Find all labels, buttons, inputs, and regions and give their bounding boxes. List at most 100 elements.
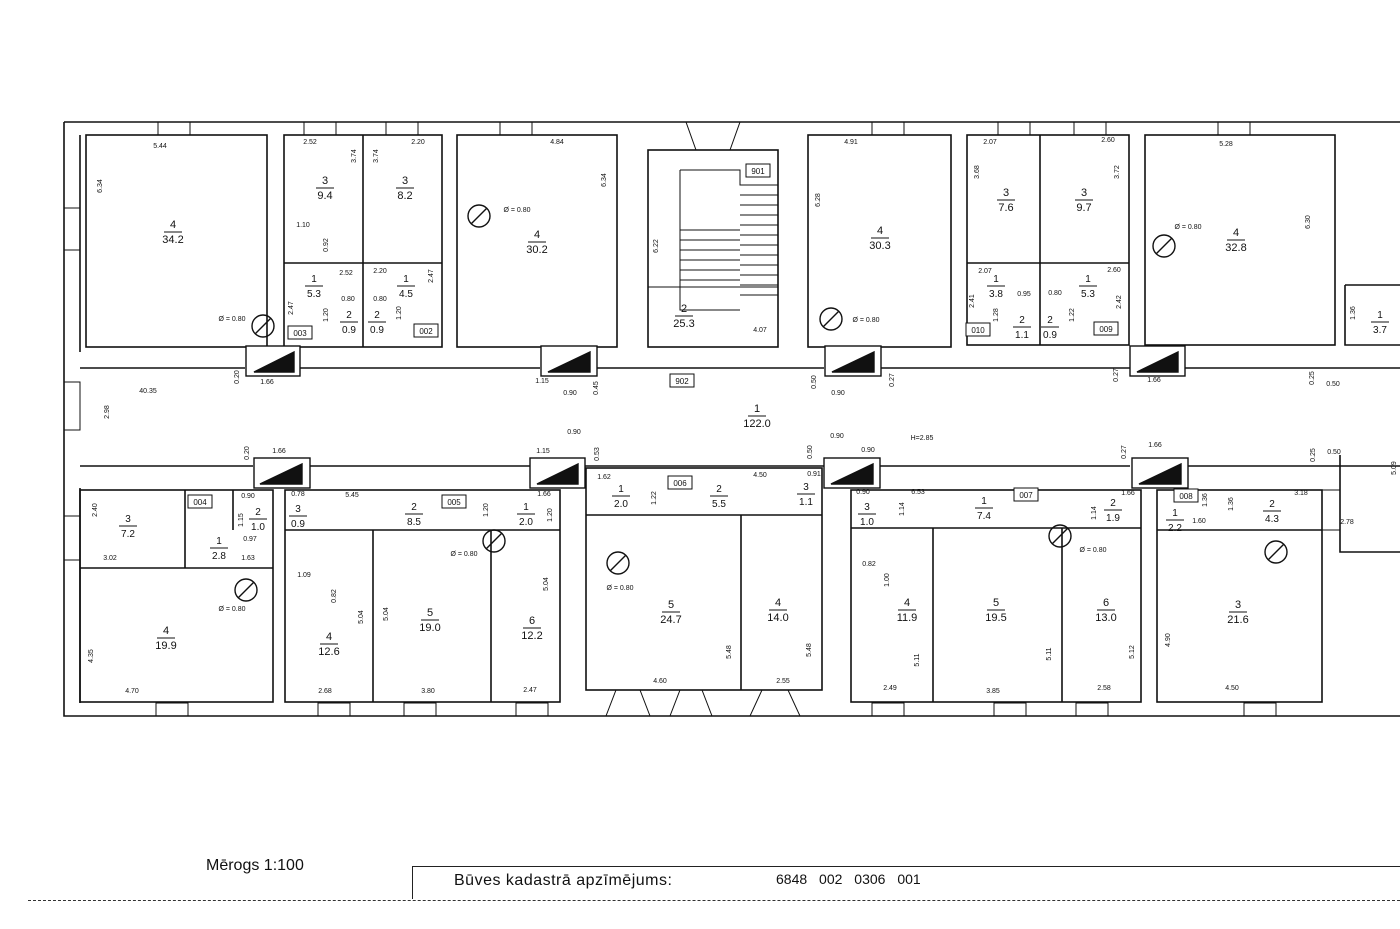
room-number: 4	[170, 219, 176, 231]
dimension-label: 2.78	[1340, 519, 1354, 526]
room-number: 4	[163, 625, 169, 637]
room-r43-outline	[1156, 489, 1323, 703]
dimension-label: 0.82	[862, 561, 876, 568]
room-number: 3	[1003, 187, 1009, 199]
dimension-label: 2.40	[92, 503, 99, 517]
dimension-label: 0.91	[807, 471, 821, 478]
dimension-label: 5.48	[806, 643, 813, 657]
dimension-label: 1.28	[993, 308, 1000, 322]
dimension-label: 3.02	[103, 555, 117, 562]
dimension-label: 1.62	[597, 474, 611, 481]
dimension-label: 5.11	[1046, 647, 1053, 660]
scale-label: Mērogs 1:100	[206, 857, 304, 874]
room-labels-layer: 434.239.438.2430.2225.3430.337.639.7432.…	[119, 175, 1389, 658]
chimney-label: Ø = 0.80	[1079, 547, 1106, 554]
dimension-label: 1.22	[651, 491, 658, 505]
room-tag-box	[441, 494, 467, 509]
room-area: 8.2	[397, 190, 412, 202]
dimension-label: 0.90	[241, 493, 255, 500]
room-area: 0.9	[291, 519, 305, 530]
dimension-label: 0.90	[861, 447, 875, 454]
room-area: 4.5	[399, 289, 413, 300]
room-block-b	[966, 134, 1130, 346]
chimney-label: Ø = 0.80	[218, 316, 245, 323]
room-area: 0.9	[1043, 330, 1057, 341]
dimension-label: 1.36	[1202, 493, 1209, 507]
room-area: 1.0	[251, 522, 265, 533]
dimension-label: 1.15	[535, 378, 549, 385]
dimension-label: 2.60	[1101, 137, 1115, 144]
dimension-label: 5.09	[1391, 461, 1398, 475]
room-number: 1	[523, 502, 529, 513]
room-tag: 005	[447, 498, 461, 507]
room-area: 7.4	[977, 511, 991, 522]
room-area: 12.6	[318, 646, 339, 658]
room-area: 21.6	[1227, 614, 1248, 626]
dimension-label: 6.34	[601, 173, 608, 187]
room-tag: 901	[751, 167, 765, 176]
bottom-rule	[28, 900, 1400, 901]
room-number: 2	[411, 502, 417, 513]
room-block-e	[850, 489, 1142, 703]
dimension-label: 5.04	[543, 577, 550, 591]
dimension-label: 5.45	[345, 492, 359, 499]
dimension-label: 1.36	[1228, 497, 1235, 511]
dimension-label: 1.36	[1350, 306, 1357, 320]
dimension-label: 0.53	[594, 447, 601, 461]
windows-bottom	[155, 489, 1341, 717]
chimney-label: Ø = 0.80	[1174, 224, 1201, 231]
dimension-label: 0.95	[1017, 291, 1031, 298]
dimension-label: 0.50	[1327, 449, 1341, 456]
dimension-label: 0.27	[889, 373, 896, 387]
room-number: 2	[374, 310, 380, 321]
dimension-label: 5.48	[726, 645, 733, 659]
dimension-label: 0.25	[1310, 448, 1317, 462]
room-number: 4	[326, 631, 332, 643]
dimension-label: 1.22	[1069, 308, 1076, 322]
dimension-label: 6.53	[911, 489, 925, 496]
dimension-label: 6.30	[1305, 215, 1312, 229]
room-tag: 006	[673, 479, 687, 488]
room-number: 2	[716, 484, 722, 495]
room-number: 4	[904, 597, 910, 609]
room-area: 4.3	[1265, 514, 1279, 525]
room-block-c	[284, 489, 561, 703]
room-number: 1	[1172, 508, 1178, 519]
room-number: 5	[427, 607, 433, 619]
room-number: 3	[803, 482, 809, 493]
cadastre-number: 6848 002 0306 001	[776, 871, 921, 887]
room-area: 1.1	[799, 497, 813, 508]
cadastre-box	[412, 866, 1400, 899]
room-number: 3	[125, 514, 131, 525]
room-area: 1.0	[860, 517, 874, 528]
room-number: 2	[681, 303, 687, 315]
dimension-label: 2.20	[373, 268, 387, 275]
room-area: 2.8	[212, 551, 226, 562]
dimension-label: 1.60	[1192, 518, 1206, 525]
outer-wall-left-bottom	[63, 122, 1400, 717]
dimension-label: 3.74	[351, 149, 358, 163]
dimension-label: 4.50	[753, 472, 767, 479]
dimension-label: 4.90	[1165, 633, 1172, 647]
dimension-label: 0.25	[1309, 371, 1316, 385]
room-area: 19.9	[155, 640, 176, 652]
room-tag-box	[745, 163, 771, 178]
room-area: 24.7	[660, 614, 681, 626]
room-number: 3	[1081, 187, 1087, 199]
room-area: 8.5	[407, 517, 421, 528]
dimension-label: 1.63	[241, 555, 255, 562]
dimension-label: 2.07	[983, 139, 997, 146]
room-tag-box	[287, 325, 313, 340]
room-area: 1.1	[1015, 330, 1029, 341]
dimension-label: 2.42	[1116, 295, 1123, 309]
dimension-label: 2.60	[1107, 267, 1121, 274]
dimension-label: 1.66	[1121, 490, 1135, 497]
dimension-label: 1.20	[396, 306, 403, 320]
room-tag-box	[1013, 487, 1039, 502]
room-area: 2.0	[519, 517, 533, 528]
dimension-label: 2.52	[339, 270, 353, 277]
room-tag-box	[965, 322, 991, 337]
room-area: 12.2	[521, 630, 542, 642]
dimension-label: 0.92	[323, 238, 330, 252]
